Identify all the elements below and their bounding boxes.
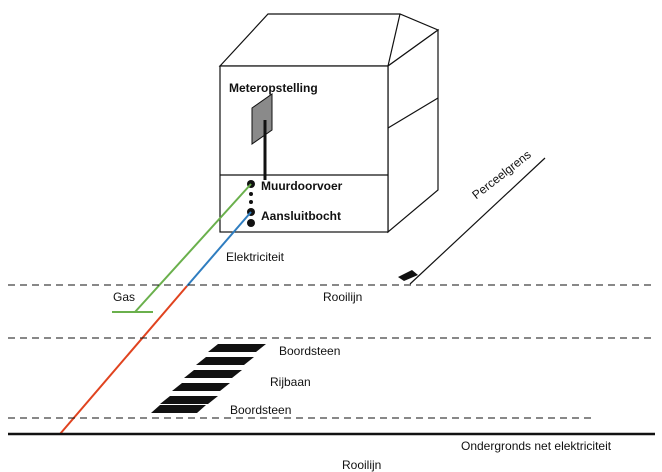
rooilijn-top-label: Rooilijn	[323, 290, 363, 304]
rijbaan-label: Rijbaan	[270, 375, 311, 389]
rooilijn-bottom-label: Rooilijn	[342, 458, 382, 472]
ondergronds-net-label: Ondergronds net elektriciteit	[461, 439, 612, 453]
gas-label: Gas	[113, 290, 136, 304]
electricity-line	[59, 211, 252, 435]
perceelgrens-line	[409, 157, 546, 285]
meteropstelling-label: Meteropstelling	[229, 81, 318, 95]
boordsteen-bottom-label: Boordsteen	[230, 403, 292, 417]
muurdoorvoer-label: Muurdoorvoer	[261, 179, 343, 193]
house-side-wall	[387, 28, 439, 234]
meter-box	[251, 93, 273, 180]
perceelgrens-marker	[398, 270, 418, 281]
dashed-lines	[8, 284, 655, 419]
boordsteen-top-label: Boordsteen	[279, 344, 341, 358]
road-stripes	[151, 344, 266, 413]
elektriciteit-label: Elektriciteit	[226, 250, 285, 264]
house	[218, 13, 440, 234]
aansluitbocht-label: Aansluitbocht	[261, 209, 341, 223]
gas-line	[112, 183, 252, 313]
house-front-wall	[219, 65, 389, 233]
